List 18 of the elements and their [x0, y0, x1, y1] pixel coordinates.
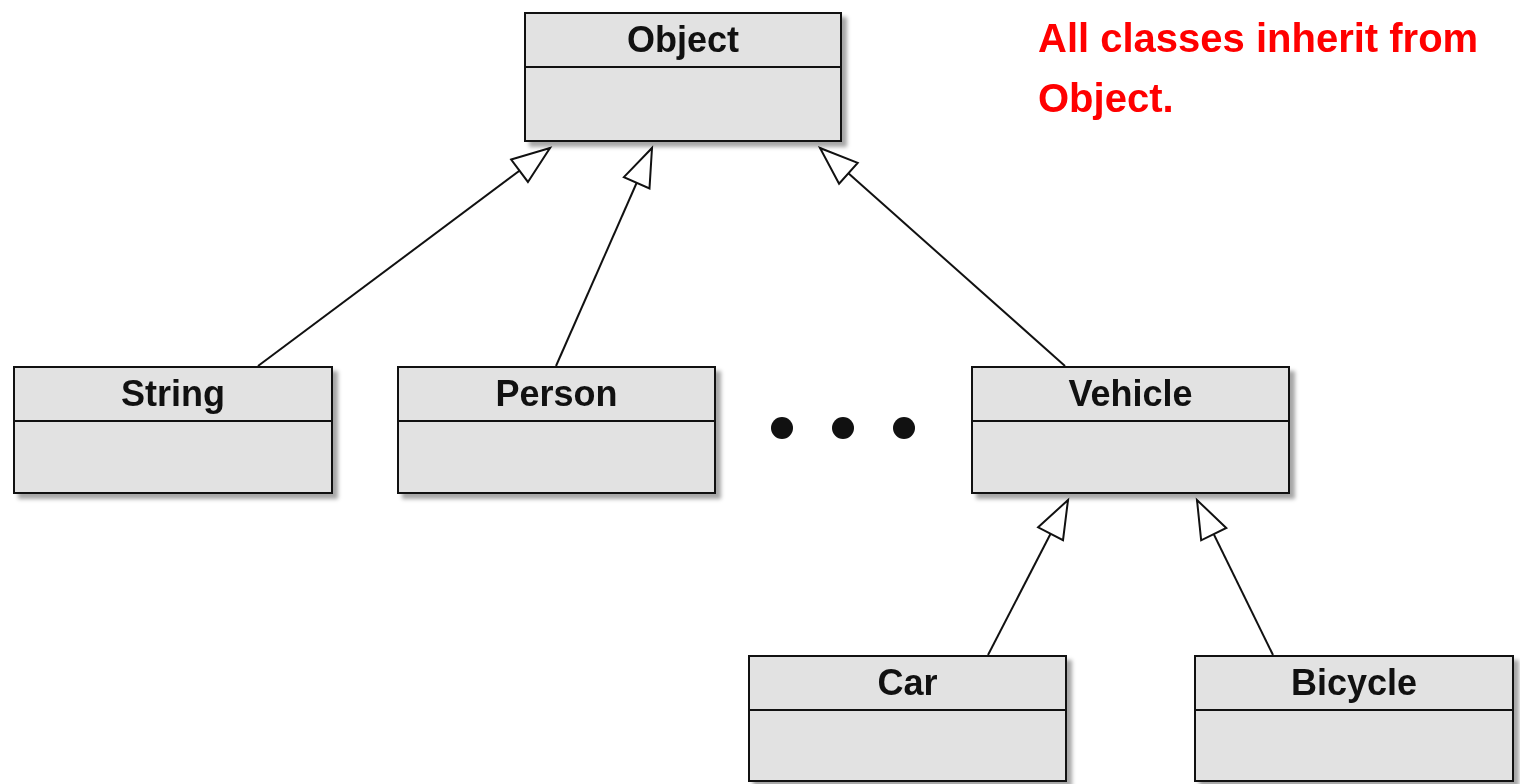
class-name: Bicycle [1290, 662, 1418, 704]
class-name: Vehicle [1068, 373, 1193, 415]
class-box [748, 655, 1067, 782]
class-box [397, 366, 716, 494]
inheritance-arrow [1196, 499, 1274, 656]
inheritance-arrow [555, 147, 653, 367]
note-text: All classes inherit from Object. [1038, 15, 1480, 122]
class-box [524, 12, 842, 142]
class-box [971, 366, 1290, 494]
class-name: Person [495, 373, 618, 415]
class-box [1194, 655, 1514, 782]
inheritance-arrow [257, 147, 551, 367]
class-name: Object [627, 19, 739, 61]
class-name: String [121, 373, 225, 415]
class-box [13, 366, 333, 494]
inheritance-arrow [819, 147, 1066, 367]
inheritance-arrow [987, 499, 1069, 656]
class-name: Car [877, 662, 938, 704]
